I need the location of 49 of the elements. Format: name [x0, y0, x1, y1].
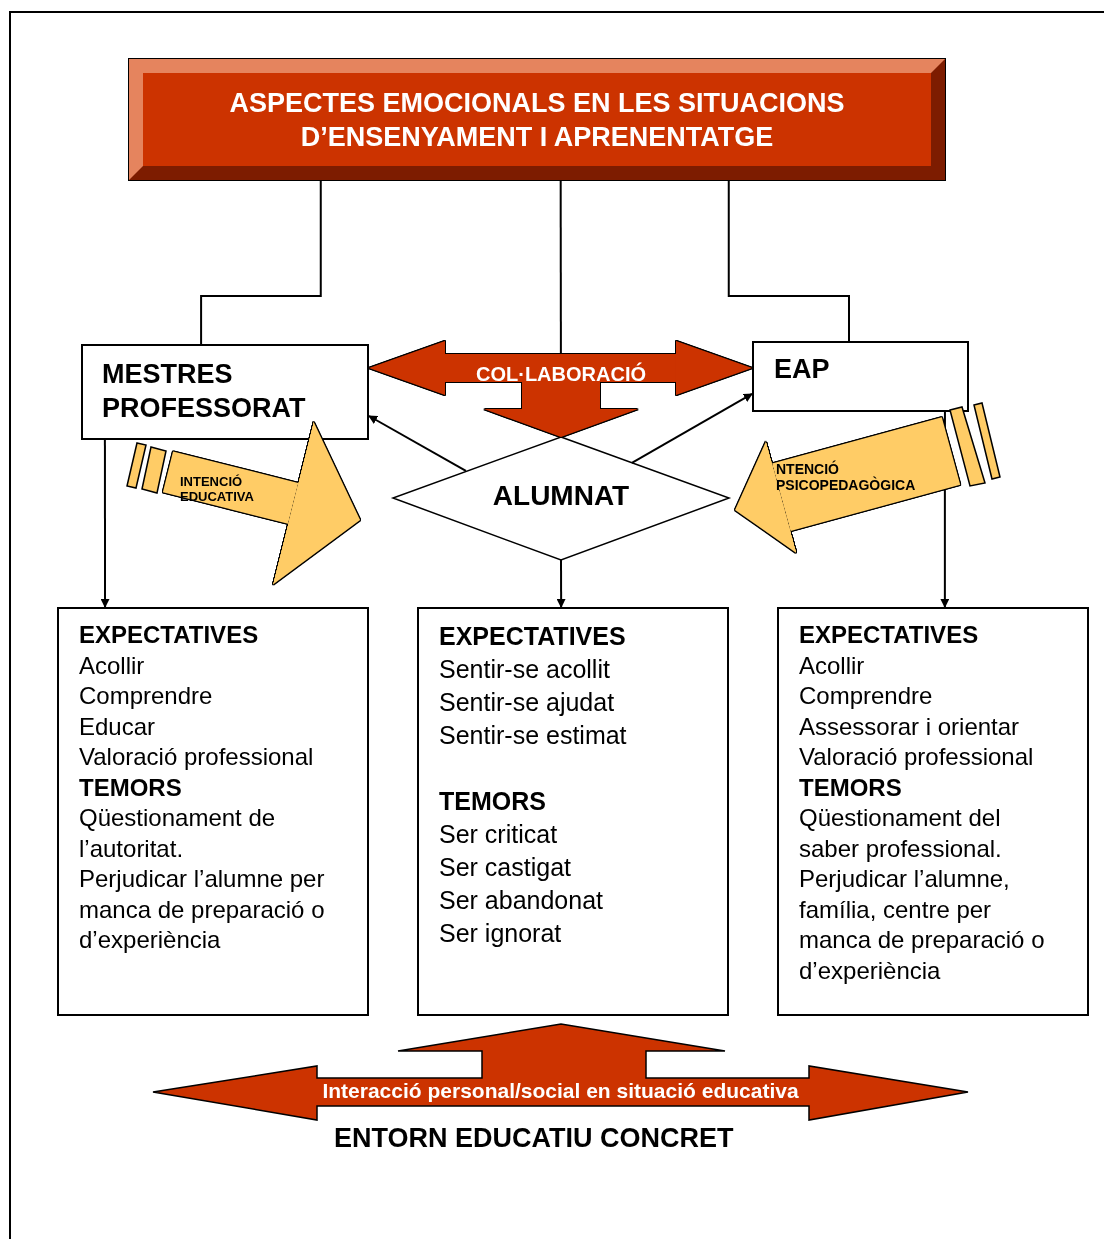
- list-item: Qüestionament de l’autoritat.: [79, 803, 277, 864]
- arrow: [368, 415, 467, 472]
- list-item: Qüestionament del saber professional.: [799, 803, 1003, 864]
- node-label: Interacció personal/social en situació educativa: [322, 1079, 799, 1103]
- list-item: Valoració professional: [799, 742, 1034, 772]
- section-heading: EXPECTATIVES: [799, 620, 979, 650]
- node-label: ASPECTES EMOCIONALS EN LES SITUACIONS D’ENSENYAMENT I APRENENTATGE: [228, 86, 846, 154]
- list-item: Sentir-se acollit: [439, 654, 610, 685]
- node-label: ALUMNAT: [492, 480, 630, 512]
- list-box: [57, 607, 369, 1016]
- process-box: [81, 344, 369, 440]
- block-arrow: [735, 417, 961, 554]
- section-heading: EXPECTATIVES: [439, 621, 626, 652]
- arrow: [556, 559, 566, 608]
- edge-label: INTENCIÓ EDUCATIVA: [180, 474, 255, 504]
- list-item: Ser castigat: [439, 852, 571, 883]
- node-label: EAP: [774, 353, 830, 386]
- process-box: [752, 341, 969, 412]
- list-item: Ser abandonat: [439, 885, 604, 916]
- list-item: Sentir-se estimat: [439, 720, 627, 751]
- list-item: Sentir-se ajudat: [439, 687, 615, 718]
- section-heading: TEMORS: [439, 786, 546, 817]
- list-item: Ser criticat: [439, 819, 558, 850]
- section-heading: EXPECTATIVES: [79, 620, 259, 650]
- list-box: [417, 607, 729, 1016]
- list-item: Comprendre: [799, 681, 933, 711]
- list-item: Assessorar i orientar: [799, 711, 1020, 742]
- connector-line: [727, 179, 850, 342]
- section-heading: TEMORS: [799, 772, 902, 803]
- list-item: Educar: [79, 711, 156, 742]
- connector-line: [200, 179, 322, 345]
- arrow: [630, 392, 753, 464]
- edge-label: NTENCIÓ PSICOPEDAGÒGICA: [776, 461, 917, 493]
- list-box: [777, 607, 1089, 1016]
- node-label: MESTRES PROFESSORAT: [102, 358, 307, 425]
- section-heading: TEMORS: [79, 772, 182, 803]
- caption-text: ENTORN EDUCATIU CONCRET: [334, 1122, 734, 1154]
- title-banner: [129, 59, 945, 180]
- block-arrow: [484, 382, 638, 437]
- list-item: Ser ignorat: [439, 918, 562, 949]
- list-item: Acollir: [79, 650, 145, 681]
- list-item: Acollir: [799, 650, 865, 681]
- list-item: Perjudicar l’alumne, família, centre per manca de preparació o d’experiència: [799, 864, 1046, 986]
- list-item: Comprendre: [79, 681, 213, 711]
- edge-label: COL·LABORACIÓ: [476, 363, 646, 385]
- block-arrow: [369, 341, 752, 395]
- arrow: [100, 439, 110, 608]
- list-item: Perjudicar l’alumne per manca de preparació o d’experiència: [79, 864, 326, 955]
- list-item: Valoració professional: [79, 742, 314, 772]
